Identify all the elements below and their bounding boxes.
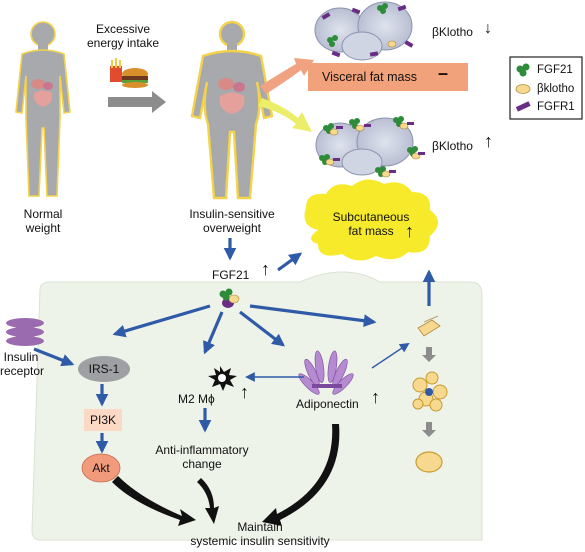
subcutaneous-arrow — [258, 98, 312, 132]
overweight-figure — [190, 20, 274, 200]
adiponectin-icon — [298, 350, 354, 395]
down-arrow-icon: ↓ — [484, 20, 492, 37]
m2-label: M2 Mϕ — [178, 392, 215, 406]
thin-arrows — [245, 342, 410, 382]
insulin-receptor-icon — [6, 318, 44, 346]
differentiation-arrow-1 — [422, 347, 436, 362]
preadipocyte-icon — [417, 315, 441, 337]
adiponectin-up-arrow-icon: ↑ — [371, 387, 380, 407]
black-convergence-arrows — [112, 424, 340, 526]
beta-klotho-icon — [515, 84, 531, 94]
legend-fgf21-label: FGF21 — [537, 64, 573, 76]
fgf21-up-arrow-icon: ↑ — [261, 259, 270, 279]
beta-klotho-up-label: βKlotho — [432, 139, 473, 153]
mature-adipocyte-icon — [415, 451, 443, 473]
visceral-arrow — [260, 58, 314, 94]
blue-arrows — [33, 238, 436, 454]
differentiation-arrow-2 — [422, 422, 436, 437]
fgf21-label: FGF21 — [212, 268, 250, 282]
subcutaneous-up-arrow-icon: ↑ — [405, 221, 414, 241]
overweight-organs — [218, 78, 245, 114]
legend-fgfr1-label: FGFR1 — [537, 101, 575, 113]
irs1-node — [78, 356, 130, 382]
visceral-fat-label: Visceral fat mass — [322, 70, 417, 84]
subcutaneous-adipocyte-cluster — [315, 116, 425, 178]
akt-label: Akt — [92, 461, 110, 475]
up-arrow-icon: ↑ — [484, 131, 493, 151]
normal-organs — [31, 79, 53, 107]
visceral-change-sign: – — [438, 63, 449, 83]
adiponectin-label: Adiponectin — [296, 397, 359, 411]
pi3k-node — [84, 409, 122, 431]
visceral-adipocyte-cluster — [314, 1, 414, 61]
fgfr1-icon — [515, 101, 531, 112]
differentiating-adipocyte-icon — [412, 371, 448, 412]
beta-klotho-down-label: βKlotho — [432, 25, 473, 39]
m2-up-arrow-icon: ↑ — [240, 382, 249, 402]
progression-arrow — [108, 91, 166, 113]
irs1-label: IRS-1 — [88, 362, 120, 376]
pi3k-label: PI3K — [89, 413, 116, 427]
subcutaneous-cloud — [304, 179, 438, 261]
food-icon — [110, 58, 148, 88]
visceral-fat-box — [308, 63, 468, 91]
akt-node — [81, 453, 121, 483]
fgf21-icon — [516, 63, 530, 77]
fgf21-center-icon — [219, 288, 240, 308]
normal-weight-figure — [15, 21, 71, 197]
legend-beta-klotho-label: βklotho — [537, 83, 575, 95]
